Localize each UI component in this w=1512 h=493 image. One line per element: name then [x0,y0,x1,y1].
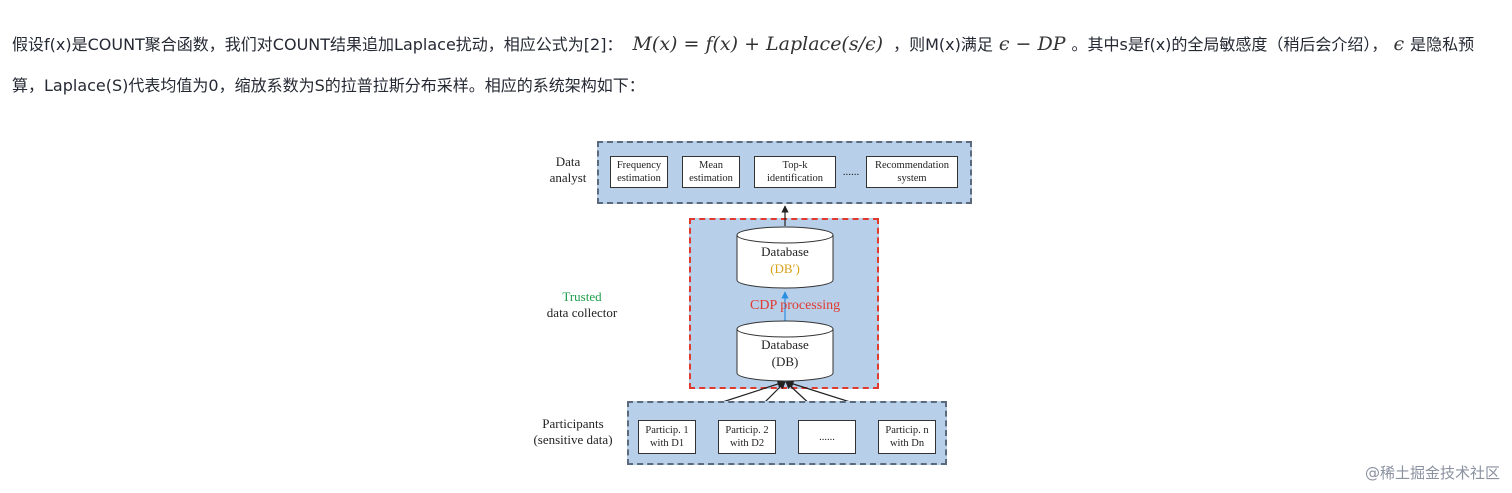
data-analyst-label: Data analyst [549,154,587,185]
epsilon-symbol: ϵ [1393,33,1405,55]
participant-box-ellipsis: ...... [798,420,856,454]
database-bottom-label: Database (DB) [761,337,809,369]
site-watermark: @稀土掘金技术社区 [1364,464,1500,482]
paragraph-text-3: 。其中s是f(x)的全局敏感度（稍后会介绍）， [1071,35,1388,54]
paragraph-text-1: 假设f(x)是COUNT聚合函数，我们对COUNT结果追加Laplace扰动，相… [12,35,623,54]
participants-label: Participants (sensitive data) [533,416,613,447]
paragraph-text-4: 是隐私预算，Laplace(S)代表均值为0，缩放系数为S的拉普拉斯分布采样。相… [12,35,1475,95]
article-paragraph: 假设f(x)是COUNT聚合函数，我们对COUNT结果追加Laplace扰动，相… [12,24,1500,106]
tasks-ellipsis: ...... [842,166,860,178]
dp-formula: ϵ − DP [998,33,1066,55]
diagram-lines [666,205,908,421]
database-bottom-cylinder [736,320,834,382]
paragraph-text-2: ，则M(x)满足 [893,35,993,54]
trusted-collector-label: Trusted data collector [546,289,618,320]
laplace-formula: M(x) = f(x) + Laplace(s/ϵ) [632,33,884,55]
database-top-cylinder [736,226,834,289]
cdp-processing-label: CDP processing [750,298,841,313]
database-top-label: Database (DB′) [761,244,809,276]
